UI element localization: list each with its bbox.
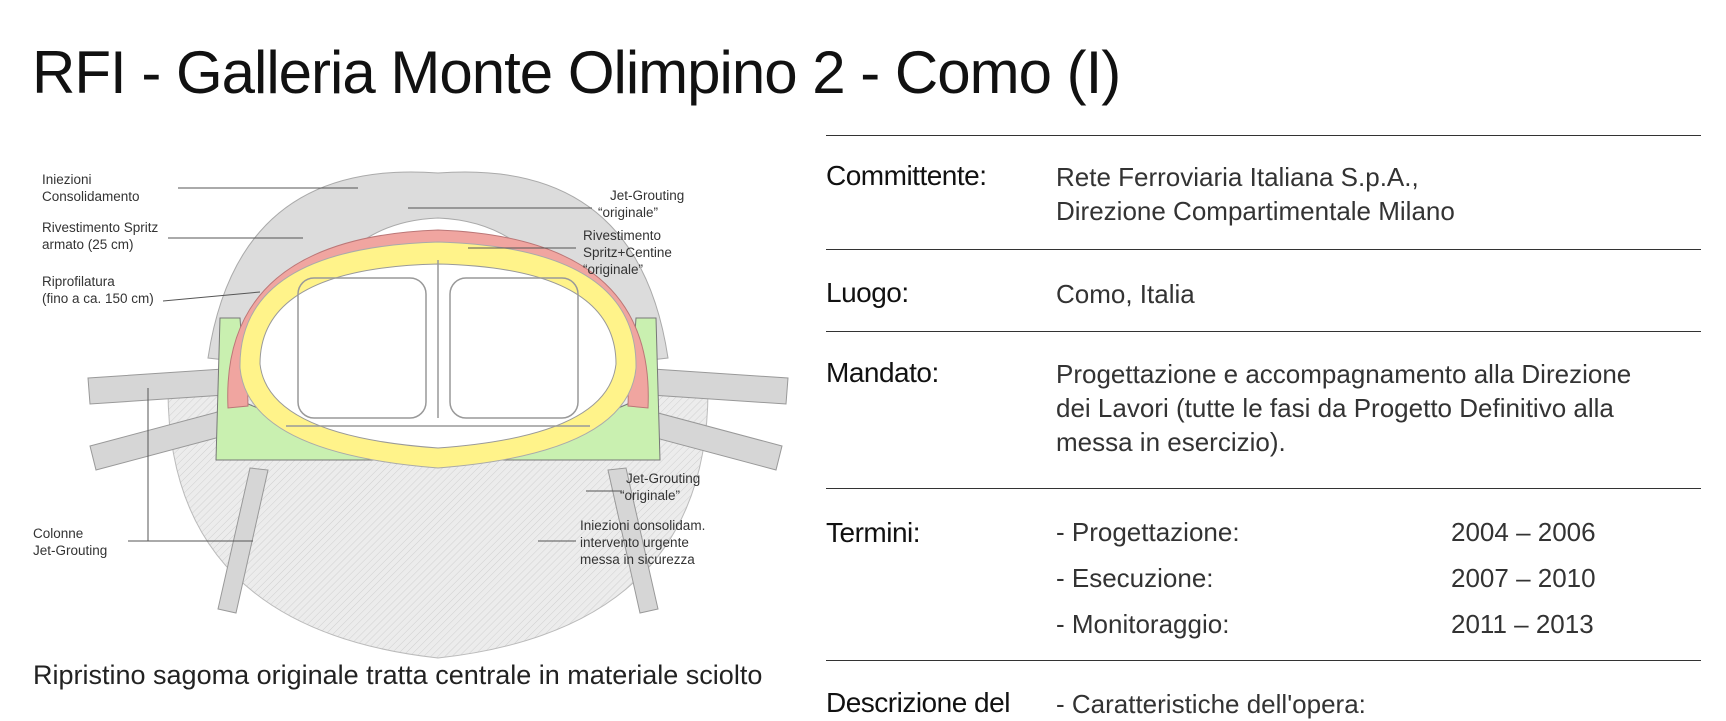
train-profiles	[286, 260, 590, 427]
descrizione-label: Descrizione del	[826, 687, 1010, 718]
termini-item-name: - Monitoraggio:	[1056, 609, 1230, 639]
row-descrizione: Descrizione del - Caratteristiche dell'o…	[826, 660, 1701, 721]
row-luogo: Luogo: Como, Italia	[826, 249, 1701, 331]
mandato-label: Mandato:	[826, 357, 939, 388]
committente-value: Rete Ferroviaria Italiana S.p.A., Direzi…	[1056, 160, 1455, 228]
mandato-line-2: dei Lavori (tutte le fasi da Progetto De…	[1056, 393, 1614, 423]
descrizione-value: - Caratteristiche dell'opera:	[1056, 689, 1366, 719]
upper-consolidation-crown	[207, 171, 669, 369]
row-committente: Committente: Rete Ferroviaria Italiana S…	[826, 135, 1701, 249]
luogo-value: Como, Italia	[1056, 279, 1195, 309]
page-title: RFI - Galleria Monte Olimpino 2 - Como (…	[32, 39, 1121, 106]
committente-line-1: Rete Ferroviaria Italiana S.p.A.,	[1056, 162, 1419, 192]
diagram-caption: Ripristino sagoma originale tratta centr…	[33, 660, 763, 690]
label-jet-grouting-bottom: Jet-Grouting“originale”	[620, 471, 700, 503]
termini-item-name: - Progettazione:	[1056, 517, 1240, 547]
row-termini: Termini: - Progettazione: 2004 – 2006 - …	[826, 488, 1701, 660]
label-leader-lines	[128, 187, 622, 542]
termini-item-dates: 2007 – 2010	[1451, 563, 1596, 593]
committente-label: Committente:	[826, 160, 987, 191]
termini-label: Termini:	[826, 517, 921, 548]
project-info-table: Committente: Rete Ferroviaria Italiana S…	[826, 135, 1701, 721]
label-jet-grouting-top: Jet-Grouting“originale”	[598, 188, 684, 220]
label-riprofilatura: Riprofilatura(fino a ca. 150 cm)	[42, 274, 154, 306]
termini-item-dates: 2004 – 2006	[1451, 517, 1596, 547]
row-mandato: Mandato: Progettazione e accompagnamento…	[826, 331, 1701, 488]
termini-item-name: - Esecuzione:	[1056, 563, 1214, 593]
mandato-value: Progettazione e accompagnamento alla Dir…	[1056, 357, 1631, 459]
mandato-line-3: messa in esercizio).	[1056, 427, 1286, 457]
luogo-label: Luogo:	[826, 277, 909, 308]
termini-item-dates: 2011 – 2013	[1451, 609, 1594, 639]
mandato-line-1: Progettazione e accompagnamento alla Dir…	[1056, 359, 1632, 389]
committente-line-2: Direzione Compartimentale Milano	[1056, 196, 1455, 226]
